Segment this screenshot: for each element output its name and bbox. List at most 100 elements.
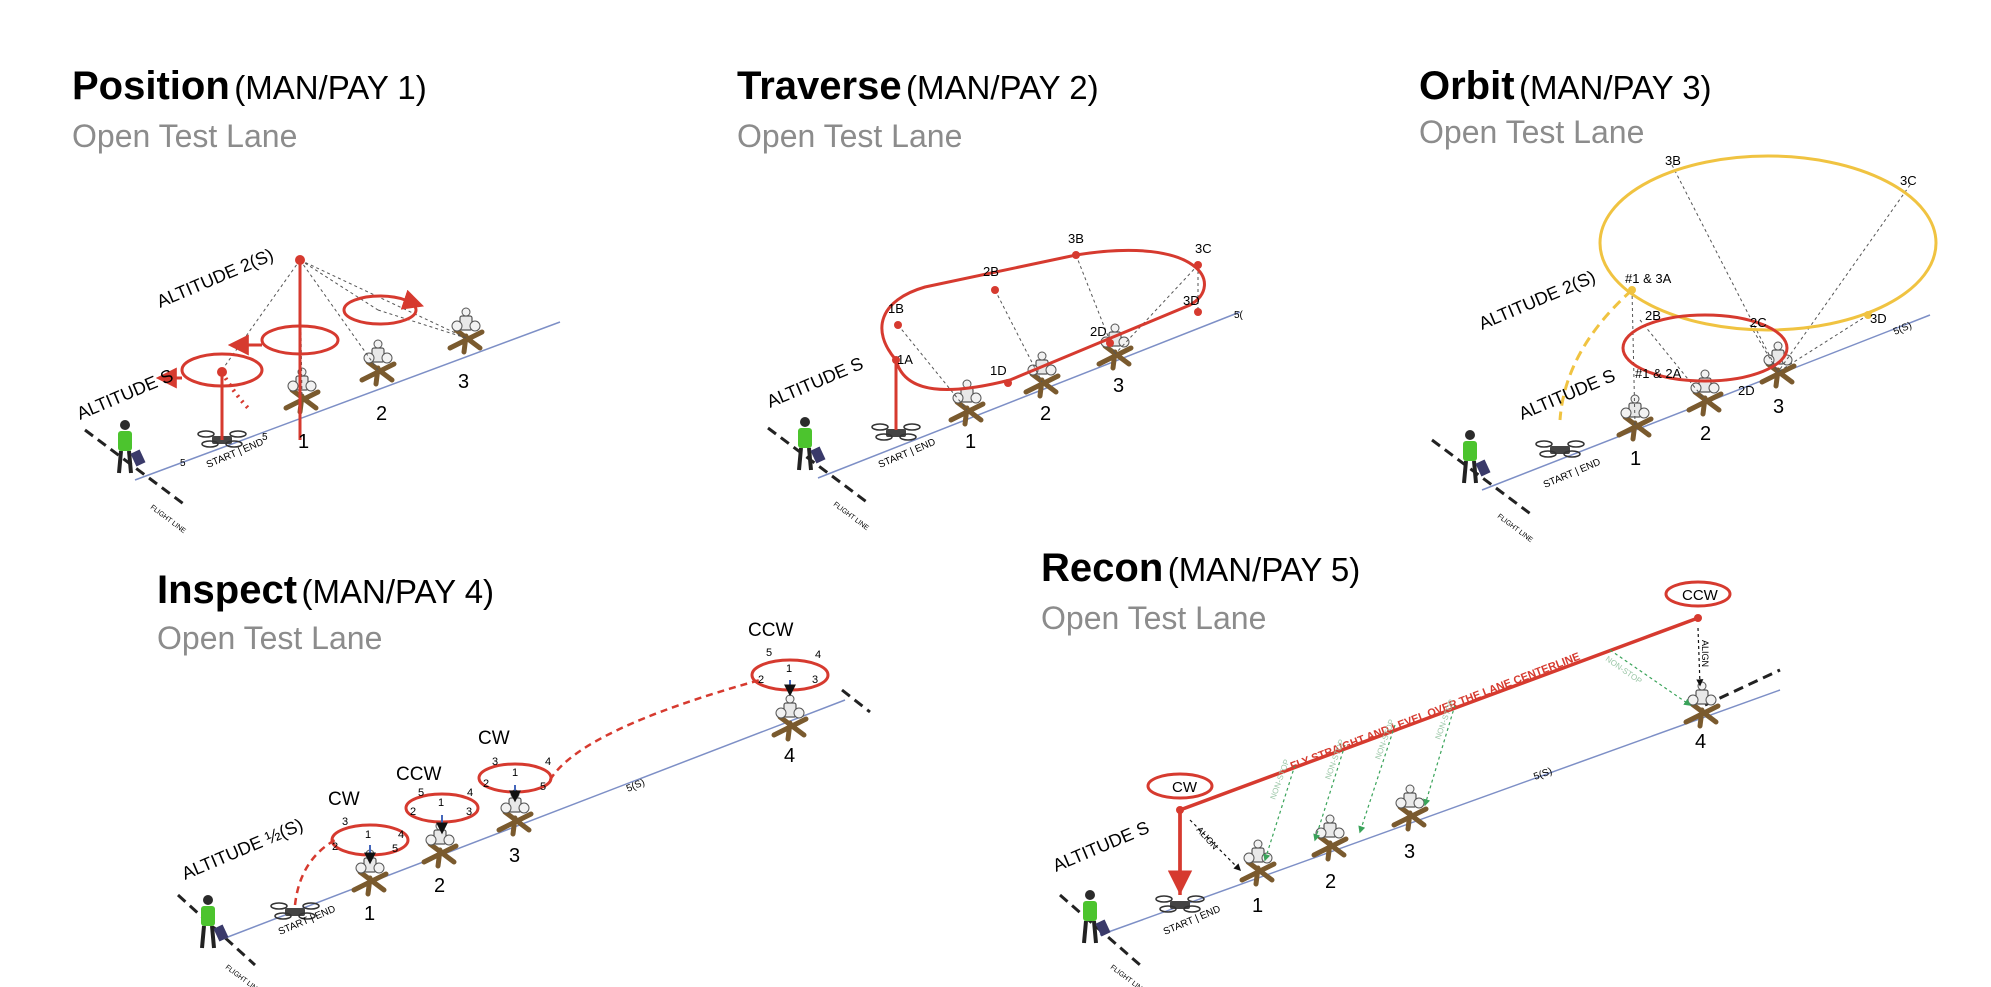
step-number: 3 (342, 816, 348, 828)
stand-label: 2 (376, 403, 387, 425)
stand-label: 3 (1773, 396, 1784, 418)
position-title: Position (MAN/PAY 1) (72, 64, 427, 109)
flight-line-label: FLIGHT LINE (832, 501, 870, 532)
traverse-title: Traverse (MAN/PAY 2) (737, 64, 1099, 109)
low-orbit (1621, 313, 1789, 383)
segment-label: 5(S) (625, 777, 647, 795)
inspect-diagram: CW CCW CW CCW 1 2 3 4 5 1 2 3 4 5 1 2 3 … (176, 620, 871, 987)
stand-icon (1686, 682, 1718, 726)
flight-line-label: FLIGHT LINE (149, 504, 187, 535)
traverse-diagram: ALTITUDE S 1A 1B 2B 3B 3C 3D 2D 1D 1 2 3… (764, 231, 1244, 532)
altitude-label: ALTITUDE ½(S) (179, 815, 306, 884)
step-number: 5 (418, 787, 424, 799)
high-orbit (1598, 154, 1938, 332)
stand-icon (1314, 815, 1346, 859)
flight-line-label: FLIGHT LINE (224, 964, 262, 987)
waypoint-label: 3D (1183, 293, 1200, 308)
waypoint-label: 1B (888, 301, 904, 316)
flight-line (84, 428, 186, 507)
drone-icon (1535, 440, 1585, 458)
position-title-main: Position (72, 64, 230, 108)
operator-icon (796, 415, 828, 472)
stand-icon (774, 695, 806, 739)
stand-icon (1394, 785, 1426, 829)
waypoint-label: 2B (1645, 308, 1661, 323)
step-number: 4 (467, 787, 473, 799)
traverse-title-paren: (MAN/PAY 2) (906, 69, 1099, 106)
waypoint-label: 2B (983, 264, 999, 279)
waypoint-label: 1A (897, 352, 913, 367)
stand-label: 2 (1325, 871, 1336, 893)
stand-label: 1 (298, 431, 309, 453)
orbit-path (260, 324, 340, 356)
segment-label: 5 (180, 458, 186, 469)
operator-icon (116, 418, 148, 475)
altitude-label: ALTITUDE 2(S) (1476, 267, 1599, 334)
segment-label: 5( (1234, 310, 1244, 321)
position-lane: Open Test Lane (72, 118, 298, 154)
position-diagram: ALTITUDE 2(S) ALTITUDE S 1 2 3 START | E… (74, 245, 561, 535)
altitude-label: ALTITUDE S (764, 353, 866, 412)
waypoint-label: 2D (1090, 324, 1107, 339)
stand-label: 3 (458, 371, 469, 393)
inspect-title: Inspect (MAN/PAY 4) (157, 568, 494, 613)
step-number: 1 (438, 797, 444, 809)
stand-icon (1026, 352, 1058, 396)
stand-label: 1 (1630, 448, 1641, 470)
rotation-label: CW (1172, 779, 1198, 796)
waypoint-label: #1 & 2A (1635, 366, 1682, 381)
stand-icon (362, 340, 394, 384)
stand-label: 3 (509, 845, 520, 867)
align-label: ALIGN (1700, 640, 1710, 667)
segment-label: 5(S) (1532, 766, 1554, 783)
waypoint-label: 1D (990, 363, 1007, 378)
stand-label: 1 (364, 903, 375, 925)
altitude-label: ALTITUDE S (1516, 365, 1618, 424)
stand-icon (1689, 370, 1721, 414)
orbit-path (180, 352, 264, 388)
operator-icon (1081, 888, 1113, 945)
orbit-lane: Open Test Lane (1419, 114, 1645, 150)
segment-label: 5(S) (1892, 320, 1914, 338)
step-number: 2 (483, 778, 489, 790)
orbit-path (342, 294, 418, 326)
flight-line-label: FLIGHT LINE (1496, 513, 1534, 544)
waypoint-label: 3D (1870, 311, 1887, 326)
stand-label: 4 (1695, 731, 1706, 753)
position-title-paren: (MAN/PAY 1) (234, 69, 427, 106)
stand-label: 3 (1113, 375, 1124, 397)
stand-label: 4 (784, 745, 795, 767)
flight-line-label: FLIGHT LINE (1109, 964, 1147, 987)
altitude-label: ALTITUDE S (74, 365, 176, 424)
inspect-title-paren: (MAN/PAY 4) (301, 573, 495, 610)
recon-lane: Open Test Lane (1041, 600, 1267, 636)
stand-label: 1 (965, 431, 976, 453)
step-number: 4 (545, 756, 551, 768)
lane-centerline (219, 699, 846, 941)
step-number: 2 (758, 674, 764, 686)
step-number: 5 (766, 647, 772, 659)
rotation-label: CCW (748, 620, 793, 641)
rotation-label: CCW (1682, 587, 1719, 604)
inspect-lane: Open Test Lane (157, 620, 383, 656)
align-label: ALIGN (1195, 825, 1221, 852)
step-number: 1 (365, 829, 371, 841)
nonstop-label: NON-STOP (1604, 654, 1644, 686)
operator-icon (1461, 428, 1493, 485)
rotation-label: CW (478, 728, 510, 749)
step-number: 1 (786, 663, 792, 675)
rotation-label: CW (328, 789, 360, 810)
inspect-title-main: Inspect (157, 568, 298, 612)
step-number: 3 (466, 806, 472, 818)
start-end-label: START | END (1542, 457, 1602, 491)
nonstop-label: NON-STOP (1268, 758, 1291, 801)
recon-title-paren: (MAN/PAY 5) (1167, 551, 1361, 588)
orbit-diagram: 3B 3C #1 & 3A 2B 2C 3D #1 & 2A 2D ALTITU… (1431, 153, 1938, 544)
rotation-label: CCW (396, 764, 441, 785)
step-number: 1 (512, 767, 518, 779)
orbit-title-paren: (MAN/PAY 3) (1519, 69, 1712, 106)
waypoint-label: 3C (1195, 241, 1212, 256)
step-number: 5 (540, 781, 546, 793)
step-number: 3 (812, 674, 818, 686)
